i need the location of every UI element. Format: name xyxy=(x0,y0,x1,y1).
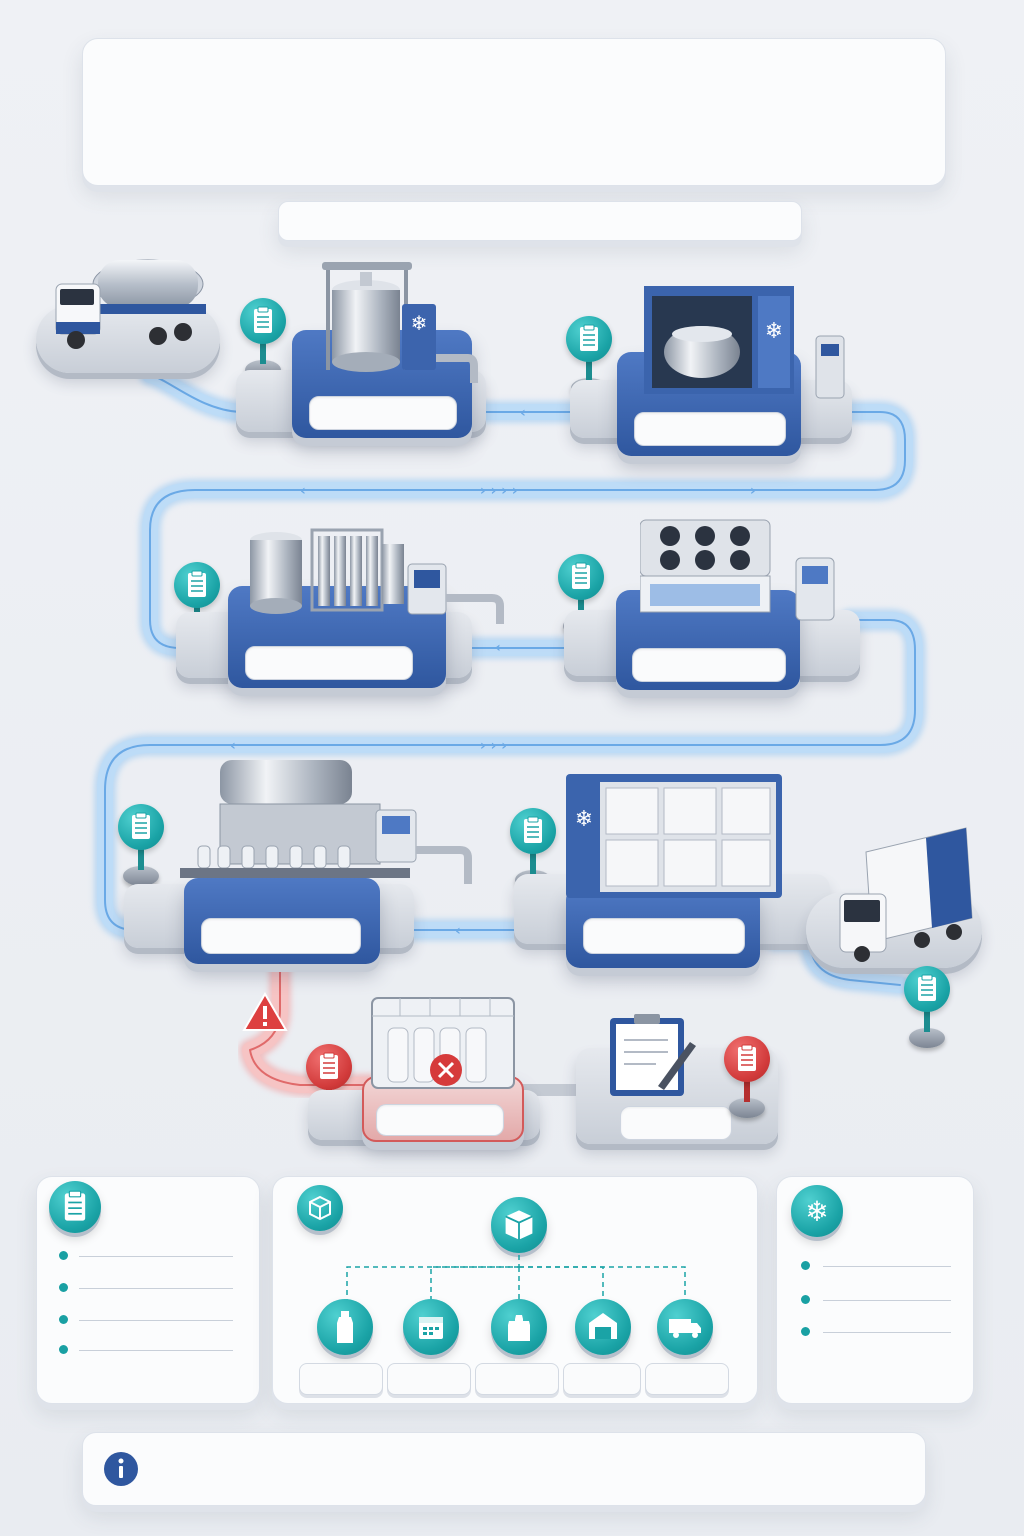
date-node xyxy=(403,1299,459,1355)
quarantine-crate-icon xyxy=(371,997,515,1089)
stage-label-cold-storage xyxy=(583,918,745,954)
review-clipboard-icon xyxy=(610,1014,696,1096)
cold-chain-panel: ❄ xyxy=(776,1176,974,1404)
storage-tank-icon: ❄ xyxy=(322,262,478,383)
clipboard-icon xyxy=(918,974,936,1001)
cold-chain-panel-icon: ❄ xyxy=(791,1185,843,1237)
stage-label-pasteurizer xyxy=(245,646,413,680)
stage-label-storage-tank xyxy=(309,396,457,430)
product-node xyxy=(317,1299,373,1355)
record-pin-dispatch[interactable] xyxy=(904,966,950,1050)
stage-label-review xyxy=(620,1106,732,1140)
stage-label-cooler xyxy=(632,648,786,682)
footer-note-panel xyxy=(82,1432,926,1506)
flow-arrow: ‹ xyxy=(230,738,236,754)
info-icon xyxy=(104,1452,138,1486)
traceability-panel-icon xyxy=(297,1185,343,1231)
flow-arrow: › › › › xyxy=(480,483,518,499)
record-pin-filling[interactable] xyxy=(118,804,164,888)
flow-arrow: ‹ xyxy=(300,483,306,499)
record-pin-reception[interactable] xyxy=(240,298,286,382)
clipboard-icon xyxy=(188,570,206,597)
records-panel xyxy=(36,1176,260,1404)
flow-arrow: ‹ xyxy=(520,405,526,421)
lot-node-icon xyxy=(491,1197,547,1253)
svg-text:❄: ❄ xyxy=(411,311,428,335)
cube-icon xyxy=(309,1195,331,1221)
bottle-icon xyxy=(337,1311,353,1343)
nonconformity-pin-review[interactable] xyxy=(724,1036,770,1120)
delivery-truck-icon xyxy=(839,827,973,962)
svg-text:❄: ❄ xyxy=(805,1195,828,1228)
cooling-tunnel-icon xyxy=(640,519,835,621)
snowflake-icon: ❄ xyxy=(805,1195,828,1228)
header-subtitle-panel xyxy=(278,201,802,241)
transport-node xyxy=(657,1299,713,1355)
red-clipboard-icon xyxy=(320,1052,338,1079)
warehouse-icon xyxy=(589,1313,617,1339)
stage-label-filler xyxy=(201,918,361,954)
stage-label-quarantine xyxy=(376,1104,504,1136)
traceability-tree-lines xyxy=(346,1255,686,1303)
header-title-panel xyxy=(82,38,946,186)
batch-node xyxy=(491,1299,547,1355)
trace-box xyxy=(475,1363,559,1395)
truck-icon xyxy=(669,1319,701,1338)
records-panel-icon xyxy=(49,1181,101,1233)
warehouse-node xyxy=(575,1299,631,1355)
clipboard-icon xyxy=(132,812,150,839)
cold-room-icon: ❄ xyxy=(644,286,845,399)
red-clipboard-icon xyxy=(738,1044,756,1071)
stage-label-cold-room xyxy=(634,412,786,446)
cube-icon xyxy=(505,1210,533,1240)
calendar-icon xyxy=(419,1317,443,1339)
trace-box xyxy=(387,1363,471,1395)
clipboard-icon xyxy=(64,1190,86,1221)
warning-icon xyxy=(242,992,288,1031)
pasteurizer-icon xyxy=(250,528,504,624)
flow-arrow: › › › xyxy=(480,738,507,754)
trace-box xyxy=(563,1363,641,1395)
bottles-icon xyxy=(508,1315,530,1341)
filling-machine-icon xyxy=(180,760,472,884)
clipboard-icon xyxy=(254,306,272,333)
refrigerated-cabinet-icon: ❄ xyxy=(566,774,782,898)
trace-box xyxy=(299,1363,383,1395)
svg-text:❄: ❄ xyxy=(575,807,593,832)
trace-box xyxy=(645,1363,729,1395)
flow-arrow: ‹ xyxy=(495,640,501,656)
traceability-panel xyxy=(272,1176,758,1404)
clipboard-icon xyxy=(572,562,590,589)
tanker-truck-icon xyxy=(55,259,206,349)
flow-arrow: › xyxy=(750,483,756,499)
flow-arrow: ‹ xyxy=(455,923,461,939)
clipboard-icon xyxy=(580,324,598,351)
clipboard-icon xyxy=(524,816,542,843)
svg-text:❄: ❄ xyxy=(765,319,783,344)
